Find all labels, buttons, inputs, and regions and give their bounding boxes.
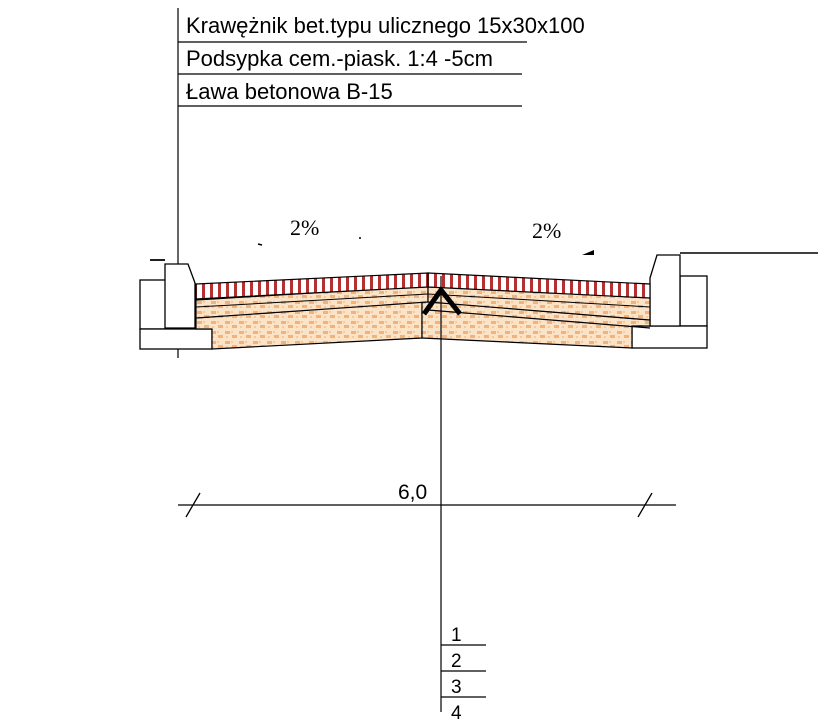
right-curb-stone [649,254,681,327]
layer-number-2: 2 [451,651,462,672]
slope-dot [359,237,361,239]
paving-layer-right [427,272,651,299]
left-foundation-upper [139,279,168,330]
dimension-label: 6,0 [398,481,427,504]
legend-line-1: Krawężnik bet.typu ulicznego 15x30x100 [186,13,585,38]
slope-label-left: 2% [290,215,319,240]
layer-line-a [195,293,429,308]
left-foundation-base [139,328,213,350]
left-curb-stone [164,263,196,329]
right-foundation-base [631,325,708,349]
right-foundation-upper [679,275,708,327]
layer-line-c [427,309,651,329]
slope-arrow-right [582,250,594,255]
layer-number-1: 1 [451,625,462,646]
layer-number-4: 4 [451,703,462,724]
layer-line-b [427,293,651,308]
slope-label-right: 2% [532,218,561,243]
slope-tick-left [257,243,263,246]
dimension-tick-left [185,492,201,518]
right-curb-assembly [631,254,708,349]
layer-number-3: 3 [451,677,462,698]
legend-line-3: Ława betonowa B-15 [186,79,393,104]
dimension-tick-right [637,492,653,518]
legend-line-2: Podsypka cem.-piask. 1:4 -5cm [186,46,493,71]
subbase-layer-right [421,301,651,349]
